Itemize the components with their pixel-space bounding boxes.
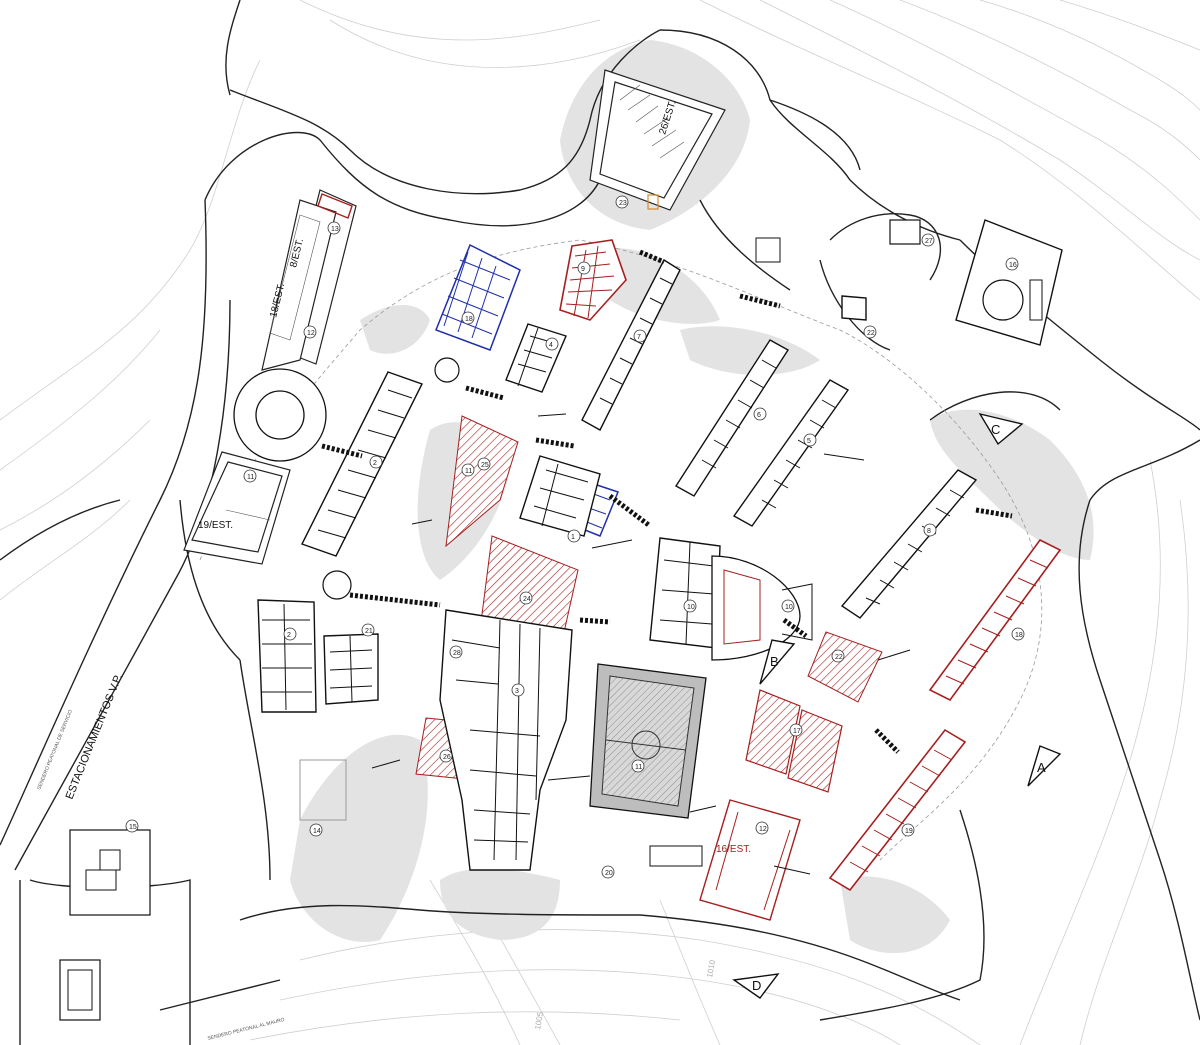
bnum-10: 10 [687, 604, 695, 611]
building-center-main [439, 609, 573, 871]
section-label-a: A [1037, 760, 1046, 775]
bnum-19: 19 [905, 828, 913, 835]
roundabout-west [233, 368, 327, 462]
roundabout-small-1 [434, 357, 460, 383]
bnum-22: 22 [835, 654, 843, 661]
bnum-25: 25 [481, 462, 489, 469]
bnum-2: 2 [287, 632, 291, 639]
roundabout-small-2 [322, 570, 352, 600]
red-parking-16: 16/EST. [699, 799, 801, 921]
bnum-12b: 12 [759, 826, 767, 833]
building-northeast [841, 219, 921, 321]
red-block-east-2 [828, 728, 967, 892]
parking-label-19: 19/EST. [198, 520, 233, 531]
section-marker-d: D [732, 973, 780, 999]
contour-label-1005: 1005 [533, 1011, 545, 1031]
red-hatch-zone-4 [807, 631, 883, 703]
building-west-1 [257, 599, 317, 713]
bnum-26: 26 [443, 754, 451, 761]
path-tick-lines [371, 413, 911, 875]
red-tennis-courts [745, 689, 843, 793]
walkways [321, 249, 1013, 754]
building-west-2 [323, 633, 379, 705]
red-building-top [559, 239, 627, 321]
bnum-14: 14 [313, 828, 321, 835]
section-marker-b: B [759, 639, 796, 685]
building-southwest [59, 829, 151, 1021]
orange-marker [647, 194, 659, 210]
bnum-13: 13 [331, 226, 339, 233]
bnum-11d: 11 [465, 468, 472, 475]
bnum-8: 8 [927, 528, 931, 535]
building-long-east [840, 469, 978, 619]
bnum-24: 24 [523, 596, 531, 603]
bnum-22b: 22 [867, 330, 875, 337]
building-north-small [505, 323, 567, 393]
bnum-10b: 10 [785, 604, 793, 611]
bnum-6: 6 [757, 412, 761, 419]
bnum-4: 4 [549, 342, 553, 349]
parking-26: 26/EST. [589, 69, 726, 211]
section-label-b: B [770, 654, 779, 669]
blue-building-top [435, 243, 521, 351]
bnum-20: 20 [605, 870, 613, 877]
building-long-north-3 [732, 379, 850, 527]
bnum-27: 27 [925, 238, 933, 245]
bnum-12: 12 [307, 330, 315, 337]
building-amphitheater [711, 555, 813, 661]
bnum-11: 11 [247, 474, 254, 481]
internal-site-limit [199, 239, 1043, 861]
building-center-north [519, 455, 601, 537]
building-tank [955, 219, 1063, 346]
terrain-areas [290, 40, 1094, 954]
contour-label-1010: 1010 [705, 959, 717, 979]
building-west-long [301, 371, 423, 557]
bnum-17: 17 [793, 728, 801, 735]
bnum-16: 16 [1009, 262, 1017, 269]
section-label-c: C [991, 422, 1000, 437]
section-marker-a: A [1027, 745, 1062, 787]
building-small-structures [299, 237, 781, 867]
building-long-north-1 [581, 259, 681, 431]
mauro-path-label: SENDERO PEATONAL AL MAURO [207, 1017, 285, 1042]
parking-label-16: 16/EST. [716, 844, 751, 855]
bnum-1: 1 [571, 534, 575, 541]
bnum-3: 3 [515, 688, 519, 695]
section-label-d: D [752, 978, 761, 993]
building-long-north-2 [675, 339, 789, 497]
red-block-east-1 [928, 538, 1062, 702]
bnum-11c: 11 [635, 764, 642, 771]
red-hatch-zone-1 [445, 415, 519, 548]
bnum-15: 15 [129, 824, 137, 831]
bnum-28: 28 [453, 650, 461, 657]
sports-court [589, 663, 707, 819]
parking-left-strip: 8/EST. 18/EST. [261, 189, 357, 371]
building-number-markers: 13 12 11 18 2 9 23 25 24 2 21 14 15 20 3… [125, 195, 1025, 879]
bnum-5: 5 [807, 438, 811, 445]
bnum-7: 7 [637, 334, 641, 341]
section-marker-c: C [978, 412, 1024, 446]
bnum-21: 21 [365, 628, 373, 635]
bnum-18a: 18 [465, 316, 473, 323]
building-center-east [649, 537, 721, 649]
parking-19: 19/EST. [183, 451, 291, 565]
bnum-18: 18 [1015, 632, 1023, 639]
bnum-9: 9 [581, 266, 585, 273]
parking-area-label: ESTACIONAMIENTOS V.P. [64, 672, 125, 801]
bnum-23: 23 [619, 200, 627, 207]
bnum-2a: 2 [373, 460, 377, 467]
